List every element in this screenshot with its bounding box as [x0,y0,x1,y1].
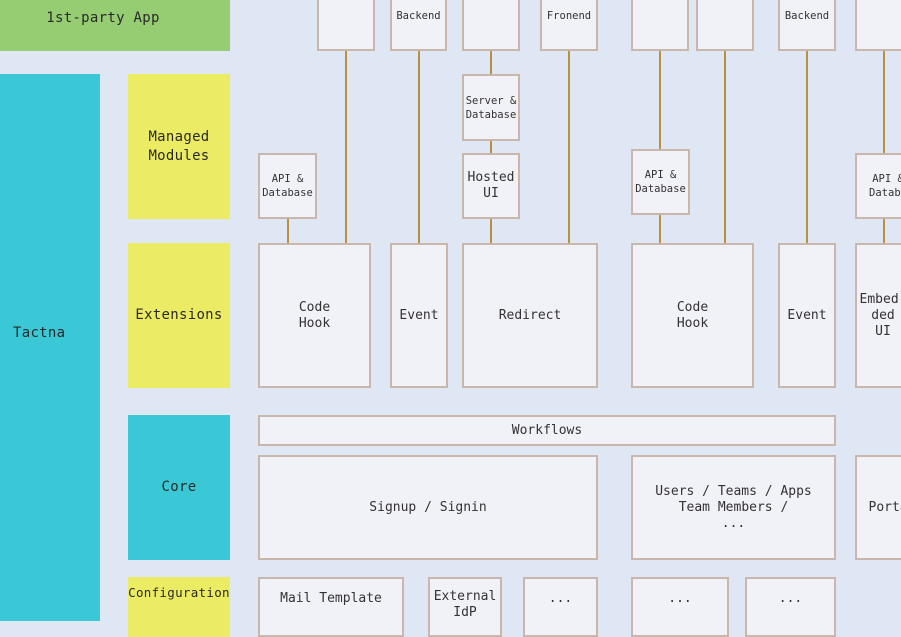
portal-box: Portal [855,455,901,560]
connector-line [659,214,661,244]
users-teams-box: Users / Teams / Apps Team Members / ... [631,455,836,560]
connector-line [724,50,726,244]
more-box: ... [745,577,836,637]
connector-line [287,218,289,244]
layer-configuration: Configuration [128,577,230,637]
layer-first-party-app: 1st-party App [0,0,230,51]
event-box: Event [778,243,836,388]
workflows-box: Workflows [258,415,836,446]
embedded-ui-box: Embed- ded UI [855,243,901,388]
code-hook-box: Code Hook [631,243,754,388]
top-box-blank [855,0,901,51]
more-box: ... [523,577,598,637]
connector-line [883,50,885,154]
connector-line [418,50,420,244]
layer-tactna: Tactna [0,74,100,621]
hosted-ui-box: Hosted UI [462,153,520,219]
layer-extensions: Extensions [128,243,230,388]
connector-line [806,50,808,244]
api-database-box: API & Database [258,153,317,219]
top-box-blank [631,0,689,51]
backend-box: Backend [778,0,836,51]
connector-line [568,50,570,244]
connector-line [659,50,661,150]
top-box-blank [317,0,375,51]
frontend-box: Fronend [540,0,598,51]
top-box-blank [696,0,754,51]
api-database-box: API & Database [631,149,690,215]
connector-line [490,50,492,75]
backend-box: Backend [390,0,447,51]
connector-line [490,140,492,154]
top-box-blank [462,0,520,51]
external-idp-box: External IdP [428,577,502,637]
layer-managed-modules: Managed Modules [128,74,230,219]
connector-line [490,218,492,244]
connector-line [345,50,347,244]
more-box: ... [631,577,729,637]
redirect-box: Redirect [462,243,598,388]
event-box: Event [390,243,448,388]
server-database-box: Server & Database [462,74,520,141]
signup-signin-box: Signup / Signin [258,455,598,560]
mail-template-box: Mail Template [258,577,404,637]
api-database-box: API & Databa [855,153,901,219]
layer-core: Core [128,415,230,560]
code-hook-box: Code Hook [258,243,371,388]
connector-line [883,218,885,244]
